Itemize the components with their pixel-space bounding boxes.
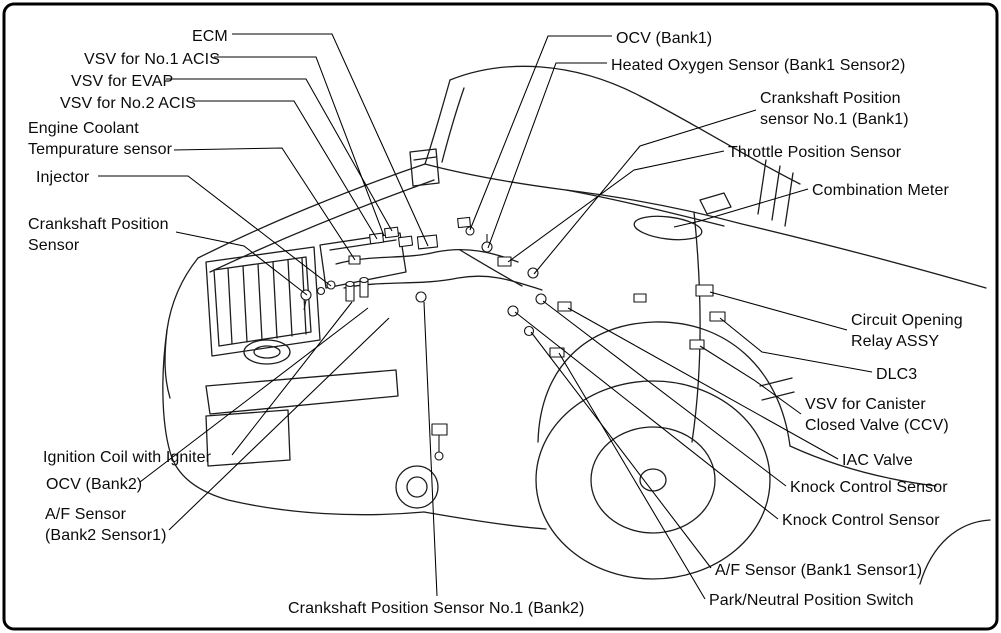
component-glyphs (300, 216, 726, 461)
label-heated-oxygen-sensor-bank1-sensor2: Heated Oxygen Sensor (Bank1 Sensor2) (611, 57, 906, 74)
label-knock-control-sensor-1: Knock Control Sensor (790, 479, 948, 496)
label-crankshaft-position-sensor-no1-bank1: Crankshaft Position sensor No.1 (Bank1) (760, 90, 909, 129)
label-dlc3: DLC3 (876, 366, 918, 383)
label-ocv-bank1: OCV (Bank1) (616, 30, 713, 47)
label-knock-control-sensor-2: Knock Control Sensor (782, 512, 940, 529)
label-af-sensor-bank2-sensor1: A/F Sensor (Bank2 Sensor1) (45, 506, 167, 545)
label-crankshaft-position-sensor-no1-bank2: Crankshaft Position Sensor No.1 (Bank2) (288, 600, 585, 617)
label-engine-coolant-temp-sensor: Engine Coolant Tempurature sensor (28, 120, 173, 159)
label-vsv-canister-closed-valve: VSV for Canister Closed Valve (CCV) (805, 396, 949, 435)
label-crankshaft-position-sensor: Crankshaft Position Sensor (28, 216, 169, 255)
label-af-sensor-bank1-sensor1: A/F Sensor (Bank1 Sensor1) (715, 562, 923, 579)
label-ignition-coil-with-igniter: Ignition Coil with Igniter (43, 449, 212, 466)
label-throttle-position-sensor: Throttle Position Sensor (728, 144, 902, 161)
label-vsv-no1-acis: VSV for No.1 ACIS (84, 51, 220, 68)
label-iac-valve: IAC Valve (842, 452, 913, 469)
label-combination-meter: Combination Meter (812, 182, 949, 199)
label-ecm: ECM (192, 28, 228, 45)
leader-lines (98, 33, 873, 600)
label-ocv-bank2: OCV (Bank2) (46, 476, 143, 493)
label-vsv-no2-acis: VSV for No.2 ACIS (60, 95, 196, 112)
label-park-neutral-position-switch: Park/Neutral Position Switch (709, 592, 914, 609)
label-injector: Injector (36, 169, 90, 186)
label-vsv-evap: VSV for EVAP (71, 73, 174, 90)
label-circuit-opening-relay-assy: Circuit Opening Relay ASSY (851, 312, 963, 351)
